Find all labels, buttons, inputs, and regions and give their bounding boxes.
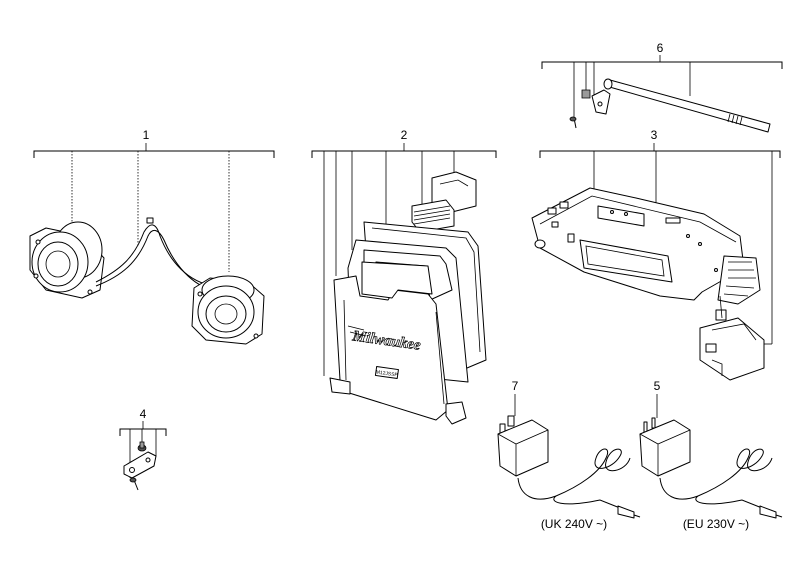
part-1-speakers: 1 — [29, 128, 275, 345]
power-module — [699, 295, 765, 381]
part-7-uk-power-adapter: 7 (UK 240V ~) — [497, 379, 641, 531]
uk-adapter-body — [497, 419, 549, 477]
eu-adapter-caption: (EU 230V ~) — [683, 517, 749, 531]
front-cover: Milwaukee M12JSSP — [329, 261, 467, 425]
part-2-front-panel-assembly: 2 Milwaukee M1 — [311, 128, 497, 425]
model-badge-text: M12JSSP — [375, 369, 399, 378]
speaker-wire — [95, 224, 215, 287]
callout-1-bracket — [33, 150, 275, 158]
callout-2-bracket — [311, 150, 497, 158]
model-badge-plate — [374, 366, 399, 379]
callout-4-bracket — [119, 428, 167, 436]
eu-adapter-body — [639, 419, 691, 477]
speaker-left — [29, 221, 105, 299]
callout-3-label: 3 — [651, 128, 658, 142]
heatsink — [717, 255, 761, 305]
callout-3-bracket — [539, 150, 781, 158]
bracket-plate — [123, 451, 157, 479]
callout-2-label: 2 — [401, 128, 408, 142]
speaker-right — [191, 275, 265, 345]
callout-5-label: 5 — [654, 379, 661, 393]
callout-6-label: 6 — [657, 41, 664, 55]
antenna-nut — [581, 89, 591, 99]
connector-block — [411, 199, 455, 233]
part-5-eu-power-adapter: 5 (EU 230V ~) — [639, 379, 783, 531]
callout-6-bracket — [541, 61, 783, 69]
callout-1-label: 1 — [143, 128, 150, 142]
antenna-rod — [605, 79, 771, 133]
lcd-display — [579, 239, 673, 283]
callout-4-label: 4 — [140, 407, 147, 421]
part-6-antenna: 6 — [541, 41, 783, 133]
part-3-circuit-board-assembly: 3 — [531, 128, 781, 381]
callout-7-label: 7 — [512, 379, 519, 393]
part-4-mounting-bracket: 4 — [119, 407, 167, 491]
pcb-chip — [597, 205, 645, 227]
uk-adapter-caption: (UK 240V ~) — [541, 517, 607, 531]
